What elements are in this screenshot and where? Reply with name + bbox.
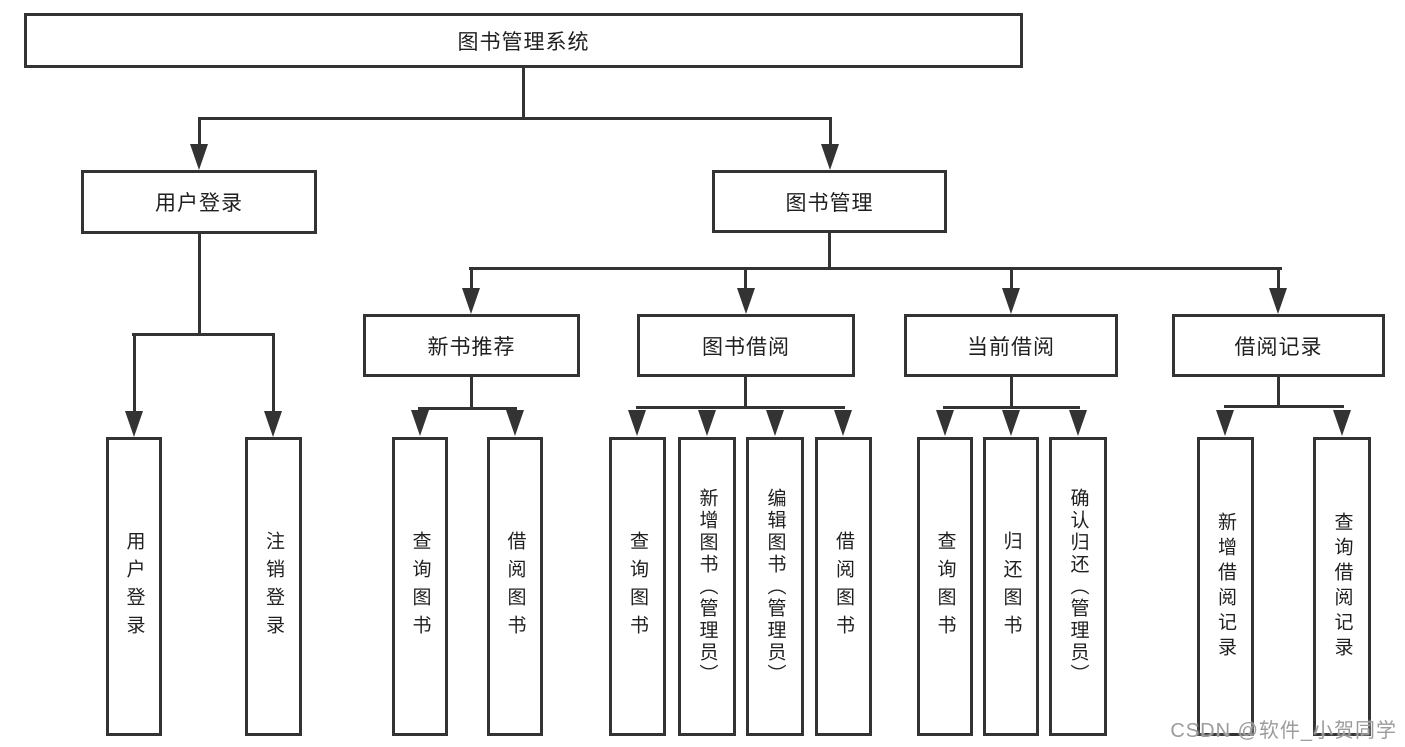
connector-user-login-rail (132, 333, 275, 336)
leaf-logout-label: 注销登录 (263, 530, 284, 643)
connector-level2-rail (198, 117, 832, 120)
leaf-query-books-current: 查询图书 (917, 437, 973, 736)
connector-section-stem (1277, 377, 1280, 407)
arrow-down-icon (506, 410, 524, 436)
leaf-query-books-recommend: 查询图书 (392, 437, 448, 736)
leaf-confirm-return-admin: 确认归还（管理员） (1049, 437, 1107, 736)
node-new-book-recommend: 新书推荐 (363, 314, 580, 377)
node-new-book-recommend-label: 新书推荐 (427, 335, 516, 359)
leaf-user-login-label: 用户登录 (123, 530, 145, 643)
arrow-down-icon (1069, 410, 1087, 436)
leaf-query-borrow-record-label: 查询借阅记录 (1331, 511, 1353, 662)
node-borrow-records-label: 借阅记录 (1234, 335, 1323, 359)
connector-drop-user-login (198, 117, 201, 147)
node-book-management: 图书管理 (712, 170, 947, 233)
connector-drop-leaf (133, 333, 136, 413)
connector-leaf-rail (418, 407, 517, 410)
connector-section-stem (744, 377, 747, 408)
connector-leaf-rail (943, 406, 1080, 409)
node-current-borrow-label: 当前借阅 (967, 335, 1055, 359)
leaf-query-books-borrow: 查询图书 (609, 437, 666, 736)
leaf-add-borrow-record: 新增借阅记录 (1197, 437, 1254, 736)
arrow-down-icon (1002, 410, 1020, 436)
root-node: 图书管理系统 (24, 13, 1023, 68)
connector-leaf-rail (1224, 405, 1344, 408)
node-user-login-label: 用户登录 (155, 192, 243, 215)
leaf-query-books-current-label: 查询图书 (934, 530, 956, 643)
arrow-down-icon (1216, 410, 1234, 436)
leaf-borrow-books-recommend-label: 借阅图书 (504, 530, 526, 643)
node-book-management-label: 图书管理 (785, 191, 874, 215)
leaf-borrow-books-label: 借阅图书 (833, 530, 854, 643)
arrow-down-icon (1333, 410, 1351, 436)
connector-book-management-stem (828, 233, 831, 270)
arrow-down-icon (936, 410, 954, 436)
connector-drop-book-management (829, 117, 832, 147)
arrow-down-icon (411, 410, 429, 436)
node-book-borrow-label: 图书借阅 (702, 335, 790, 359)
leaf-logout: 注销登录 (245, 437, 302, 736)
connector-section-stem (1010, 377, 1013, 408)
leaf-query-borrow-record: 查询借阅记录 (1313, 437, 1371, 736)
leaf-user-login: 用户登录 (106, 437, 162, 736)
arrow-down-icon (698, 410, 716, 436)
arrow-down-icon (1269, 288, 1287, 314)
connector-drop-section (744, 267, 747, 291)
arrow-down-icon (1002, 288, 1020, 314)
leaf-return-books-label: 归还图书 (1000, 530, 1022, 643)
arrow-down-icon (264, 411, 282, 437)
leaf-add-books-admin-label: 新增图书（管理员） (696, 487, 718, 686)
connector-root-stem (522, 68, 525, 119)
connector-drop-section (1010, 267, 1013, 291)
connector-user-login-stem (198, 234, 201, 335)
leaf-query-books-borrow-label: 查询图书 (627, 530, 648, 643)
node-user-login: 用户登录 (81, 170, 317, 234)
arrow-down-icon (821, 144, 839, 170)
arrow-down-icon (125, 411, 143, 437)
node-current-borrow: 当前借阅 (904, 314, 1118, 377)
connector-level3-rail (469, 267, 1282, 270)
leaf-return-books: 归还图书 (983, 437, 1039, 736)
leaf-query-books-recommend-label: 查询图书 (409, 530, 431, 643)
leaf-borrow-books-recommend: 借阅图书 (487, 437, 543, 736)
leaf-edit-books-admin: 编辑图书（管理员） (746, 437, 804, 736)
csdn-watermark: CSDN @软件_小贺同学 (1170, 720, 1397, 742)
arrow-down-icon (628, 410, 646, 436)
connector-section-stem (470, 377, 473, 409)
arrow-down-icon (462, 288, 480, 314)
leaf-add-borrow-record-label: 新增借阅记录 (1215, 511, 1236, 662)
connector-drop-section (1277, 267, 1280, 291)
arrow-down-icon (737, 288, 755, 314)
arrow-down-icon (766, 410, 784, 436)
root-node-label: 图书管理系统 (457, 30, 590, 54)
leaf-confirm-return-admin-label: 确认归还（管理员） (1067, 487, 1089, 686)
leaf-edit-books-admin-label: 编辑图书（管理员） (764, 487, 786, 686)
leaf-add-books-admin: 新增图书（管理员） (678, 437, 736, 736)
arrow-down-icon (190, 144, 208, 170)
connector-drop-section (470, 267, 473, 291)
node-borrow-records: 借阅记录 (1172, 314, 1385, 377)
connector-leaf-rail (636, 406, 845, 409)
leaf-borrow-books: 借阅图书 (815, 437, 872, 736)
arrow-down-icon (834, 410, 852, 436)
connector-drop-leaf (272, 333, 275, 413)
node-book-borrow: 图书借阅 (637, 314, 855, 377)
